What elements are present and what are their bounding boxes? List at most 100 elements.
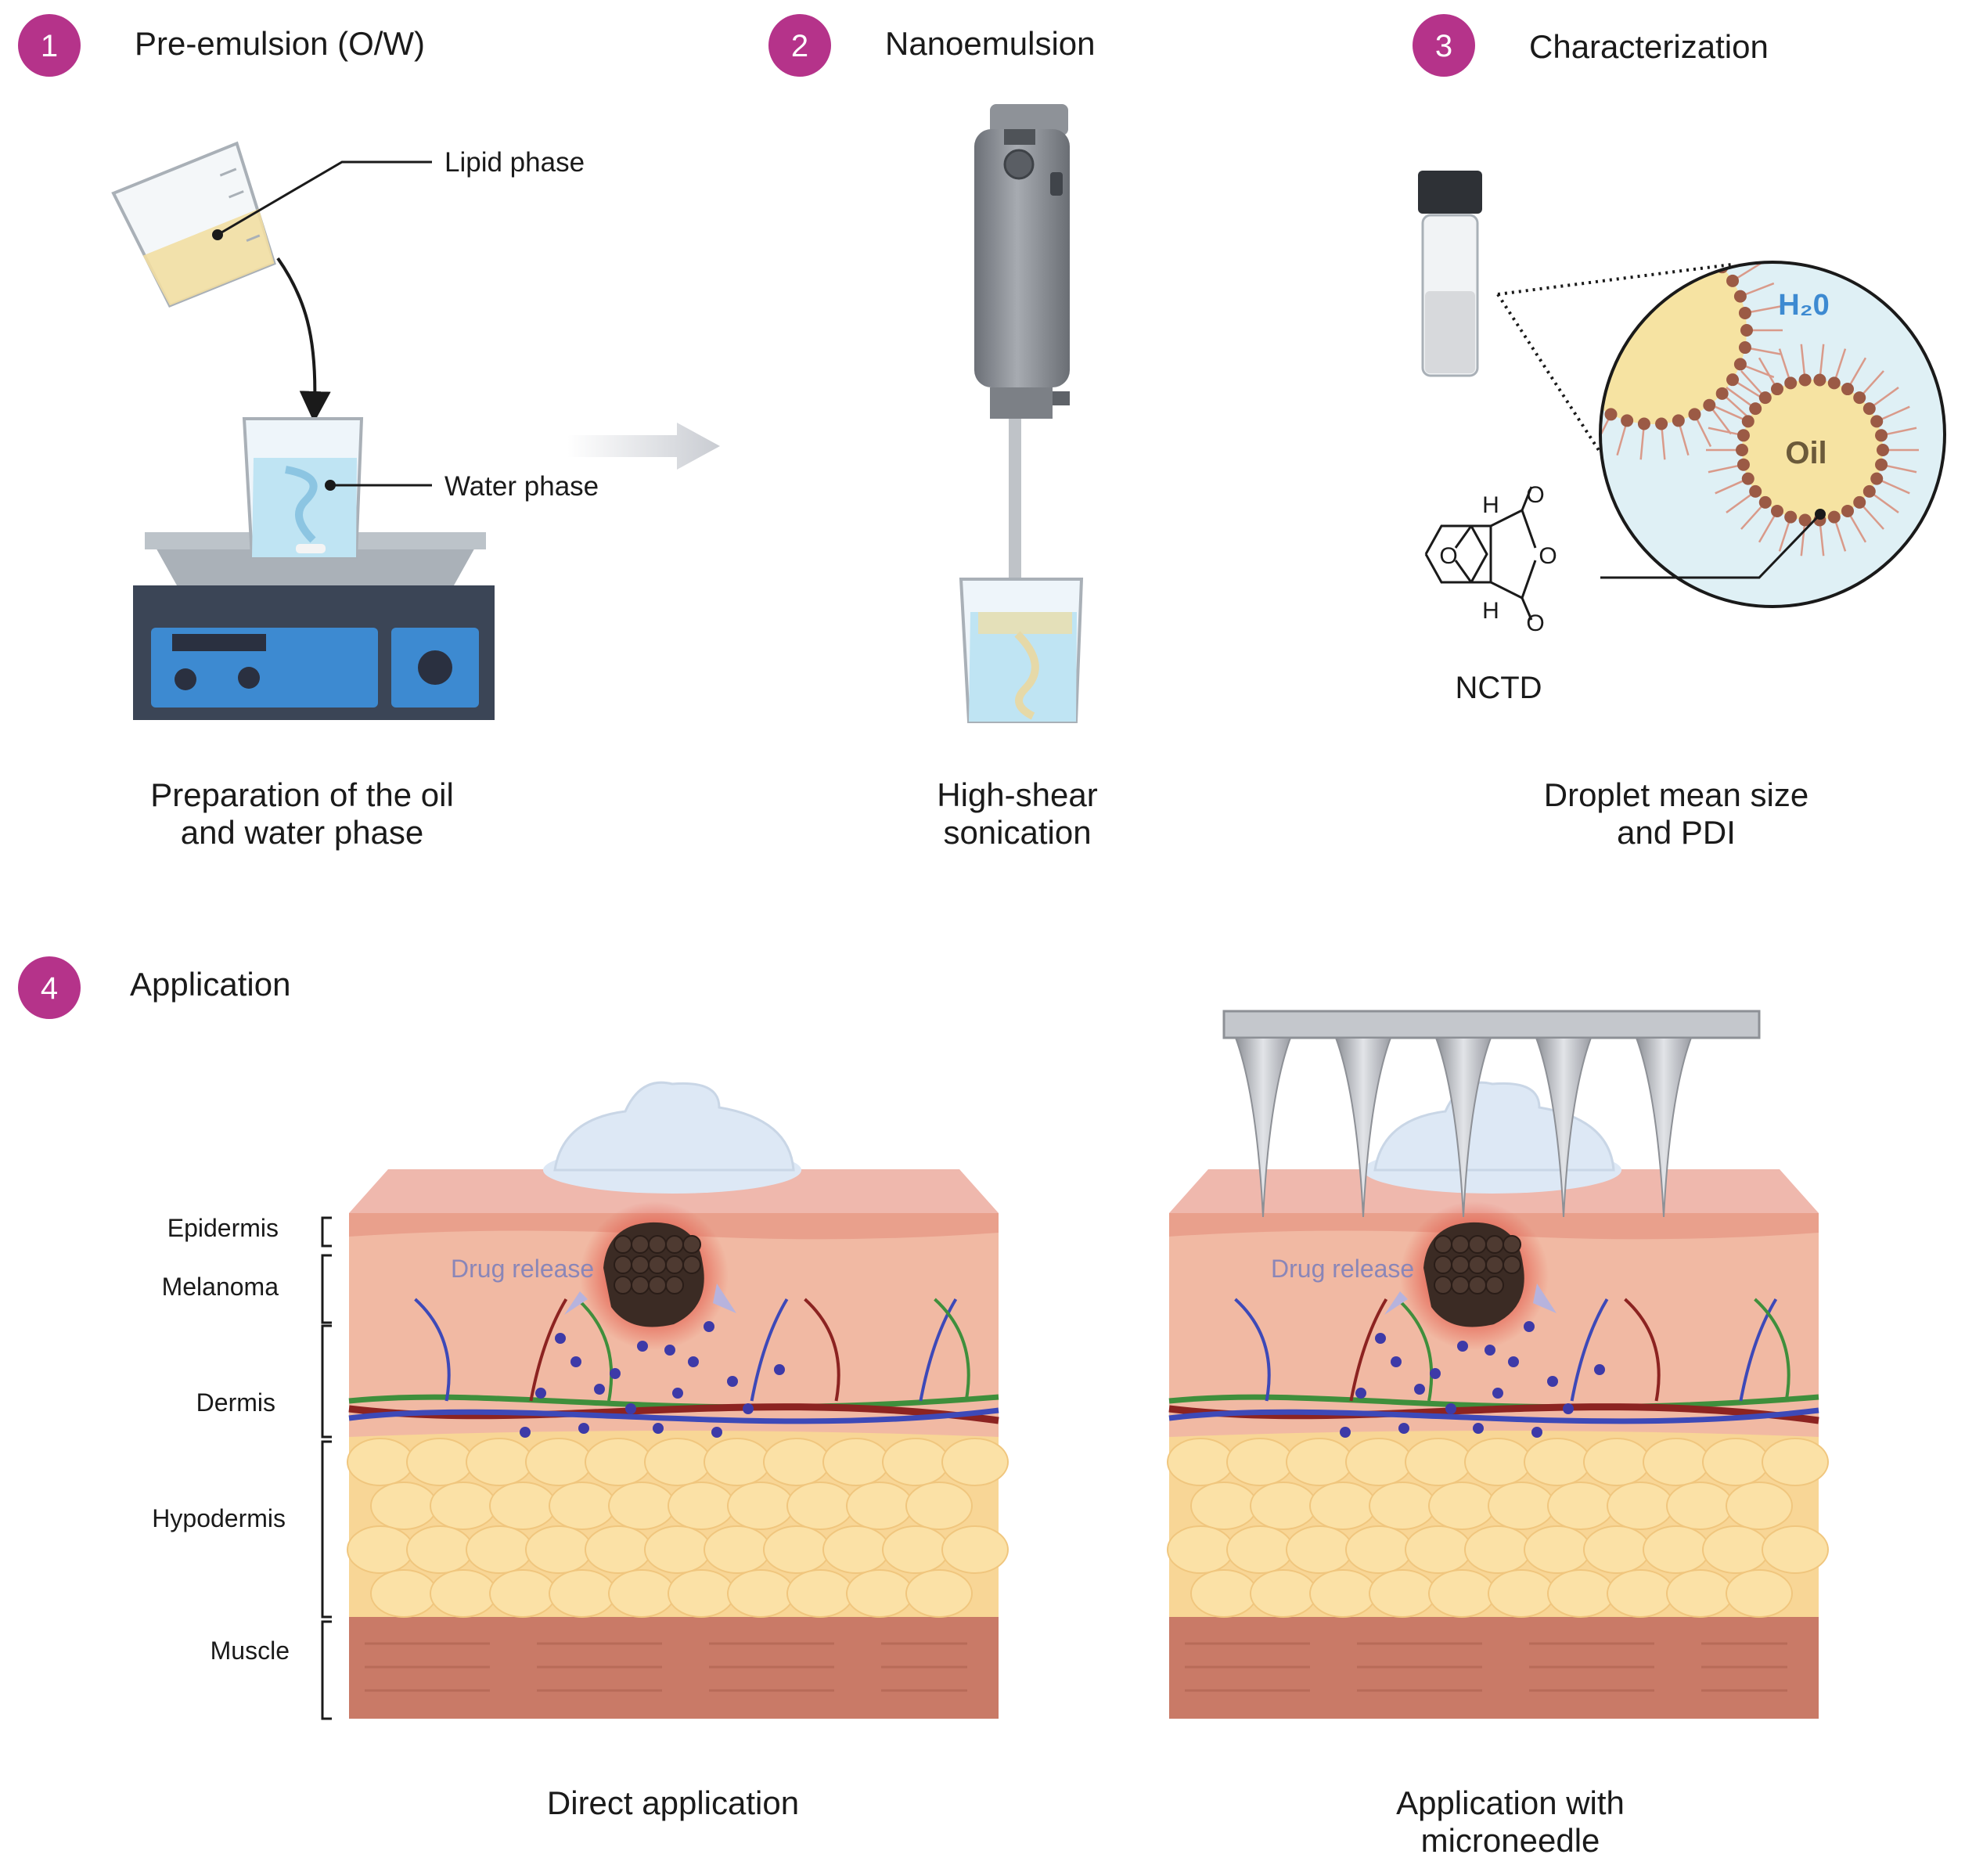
panel-direct-application: Drug release: [347, 1081, 1009, 1719]
step-number-1: 1: [41, 29, 58, 63]
drug-particle: [570, 1356, 581, 1367]
drug-particle: [1391, 1356, 1402, 1367]
nctd-structure: [1424, 486, 1537, 621]
layer-label-hypodermis: Hypodermis: [152, 1504, 286, 1532]
process-arrow: [567, 423, 720, 470]
drug-particle: [535, 1388, 546, 1399]
caption-microneedle-line-2: microneedle: [1421, 1822, 1600, 1859]
drug-particle: [688, 1356, 699, 1367]
atom-o-carbonyl-top: O: [1526, 482, 1544, 508]
step-2-header: 2 Nanoemulsion: [768, 14, 1096, 77]
lipid-phase-callout: Lipid phase: [212, 147, 585, 240]
microneedle: [1635, 1037, 1693, 1218]
layer-label-dermis: Dermis: [196, 1388, 275, 1417]
drug-particle: [1485, 1345, 1495, 1356]
drug-particle: [774, 1364, 785, 1375]
drug-particle: [594, 1384, 605, 1395]
microneedle-base: [1222, 1010, 1761, 1039]
microneedle: [1334, 1037, 1392, 1218]
step-title-4: Application: [130, 966, 290, 1003]
nctd-atoms: H H O O O O: [1439, 482, 1557, 636]
step-number-4: 4: [41, 971, 58, 1006]
nctd-label: NCTD: [1455, 671, 1542, 705]
sonication-beaker-illustration: [959, 578, 1084, 723]
caption-microneedle-line-1: Application with: [1396, 1784, 1625, 1821]
drug-particle: [637, 1341, 648, 1352]
drug-particle: [1531, 1427, 1542, 1438]
lipid-phase-label: Lipid phase: [444, 147, 585, 178]
sonicator-illustration: [974, 104, 1070, 599]
pouring-beaker-illustration: [111, 141, 276, 308]
microneedle: [1535, 1037, 1593, 1218]
drug-particle: [1524, 1321, 1535, 1332]
step-1-header: 1 Pre-emulsion (O/W): [18, 14, 425, 77]
layer-label-muscle: Muscle: [211, 1637, 290, 1665]
drug-particle: [743, 1403, 754, 1414]
drug-particle: [1398, 1423, 1409, 1434]
drug-particle: [1594, 1364, 1605, 1375]
water-beaker-illustration: [242, 417, 364, 559]
cream-dollop: [1373, 1081, 1615, 1172]
step-3-header: 3 Characterization: [1413, 14, 1769, 77]
step-number-2: 2: [791, 29, 808, 63]
drug-particle: [625, 1403, 636, 1414]
drug-particle: [1355, 1388, 1366, 1399]
drug-particle: [555, 1333, 566, 1344]
water-label: H₂0: [1778, 289, 1829, 322]
drug-particle: [672, 1388, 683, 1399]
step-4-header: 4 Application: [18, 956, 290, 1019]
drug-particle: [1414, 1384, 1425, 1395]
drug-particle: [704, 1321, 714, 1332]
cream-dollop: [553, 1081, 795, 1172]
water-phase-label: Water phase: [444, 471, 599, 502]
caption-step-2-line-2: sonication: [943, 814, 1091, 851]
caption-step-3-line-2: and PDI: [1617, 814, 1736, 851]
panel-microneedle-application: Drug release: [1167, 1010, 1829, 1719]
layer-label-melanoma: Melanoma: [162, 1273, 279, 1301]
step-title-3: Characterization: [1529, 28, 1769, 65]
drug-particle: [664, 1345, 675, 1356]
step-badge-4: [18, 956, 81, 1019]
caption-step-1-line-2: and water phase: [181, 814, 424, 851]
atom-h-bottom: H: [1482, 598, 1499, 624]
drug-particle: [1430, 1368, 1441, 1379]
drug-particle: [1492, 1388, 1503, 1399]
droplet-zoom-circle: H₂0 Oil: [1599, 261, 1946, 608]
drug-particle: [610, 1368, 621, 1379]
microneedle: [1234, 1037, 1292, 1218]
drug-particle: [711, 1427, 722, 1438]
caption-step-2-line-1: High-shear: [937, 776, 1097, 813]
hotplate-stirrer-illustration: [133, 532, 495, 720]
step-badge-1: [18, 14, 81, 77]
drug-particle: [727, 1376, 738, 1387]
drug-particle: [520, 1427, 531, 1438]
layer-label-epidermis: Epidermis: [167, 1214, 279, 1242]
caption-direct-application: Direct application: [547, 1784, 799, 1821]
caption-step-3-line-1: Droplet mean size: [1544, 776, 1808, 813]
drug-particle: [1547, 1376, 1558, 1387]
caption-step-1-line-1: Preparation of the oil: [150, 776, 454, 813]
drug-particle: [578, 1423, 589, 1434]
microneedle: [1434, 1037, 1492, 1218]
sample-vial-illustration: [1418, 171, 1482, 377]
drug-particle: [1457, 1341, 1468, 1352]
nctd-callout-line: [1600, 509, 1826, 579]
skin-layer-labels: Epidermis Melanoma Dermis Hypodermis Mus…: [152, 1214, 290, 1665]
drug-particle: [1375, 1333, 1386, 1344]
atom-h-top: H: [1482, 492, 1499, 518]
drug-release-label: Drug release: [1271, 1255, 1414, 1283]
oil-label: Oil: [1785, 436, 1826, 470]
pour-arrow: [276, 257, 331, 423]
atom-o-ring: O: [1539, 543, 1557, 569]
drug-particle: [1563, 1403, 1574, 1414]
drug-particle: [1445, 1403, 1456, 1414]
atom-o-bridge: O: [1439, 543, 1457, 569]
step-number-3: 3: [1435, 29, 1452, 63]
drug-particle: [1473, 1423, 1484, 1434]
drug-release-label: Drug release: [451, 1255, 594, 1283]
step-title-1: Pre-emulsion (O/W): [135, 25, 425, 62]
step-badge-2: [768, 14, 831, 77]
atom-o-carbonyl-bottom: O: [1526, 610, 1544, 636]
drug-particle: [1340, 1427, 1351, 1438]
